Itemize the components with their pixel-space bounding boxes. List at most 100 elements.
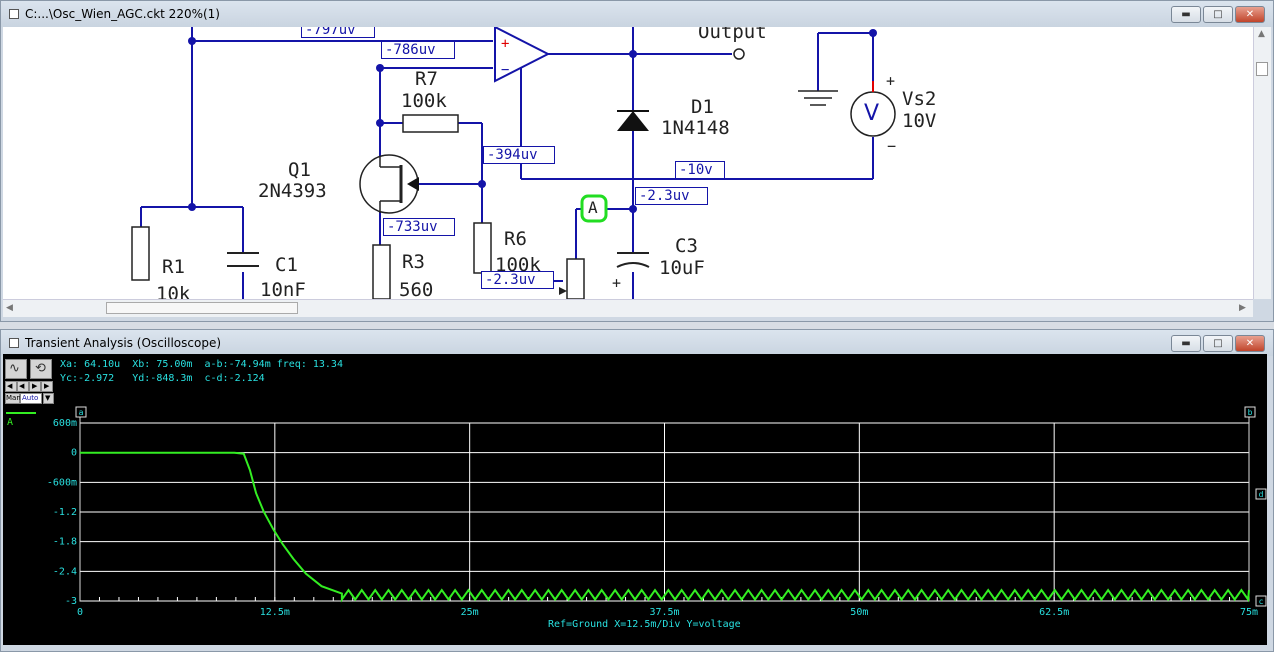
voltage-label-box[interactable]: -394uv: [483, 146, 555, 164]
pot-wiper-arrow: [559, 287, 567, 295]
ground-symbol: [798, 90, 838, 106]
potentiometer[interactable]: [566, 258, 585, 299]
cursor-b-flag[interactable]: [1244, 406, 1256, 418]
resistor-r1[interactable]: [131, 226, 150, 281]
r3-value: 560: [399, 279, 434, 299]
nav-last-icon: ▶: [44, 382, 50, 390]
horizontal-scroll-thumb[interactable]: [106, 302, 298, 314]
x-tick-label: 37.5m: [649, 607, 679, 618]
resistor-r7[interactable]: [402, 114, 459, 133]
capacitor-c1[interactable]: [227, 252, 259, 267]
minimize-icon: ▬: [1181, 9, 1191, 20]
voltage-label-box[interactable]: -2.3uv: [481, 271, 554, 289]
nav-prev-icon: ◀: [19, 382, 25, 390]
voltage-label-box[interactable]: -733uv: [383, 218, 455, 236]
maximize-button[interactable]: □: [1203, 6, 1233, 23]
cursor-d-flag[interactable]: [1255, 488, 1267, 500]
scroll-up-icon[interactable]: ▲: [1258, 29, 1265, 39]
y-tick-label: -1.8: [53, 537, 77, 548]
waveform-tool-button[interactable]: ∿: [5, 359, 27, 379]
vs2-plus-sign: +: [886, 72, 896, 90]
r7-value: 100k: [401, 90, 447, 112]
refresh-tool-button[interactable]: ⟲: [30, 359, 52, 379]
scope-close-button[interactable]: ✕: [1235, 335, 1265, 352]
resistor-r6[interactable]: [473, 222, 492, 274]
close-icon: ✕: [1245, 9, 1255, 20]
d1-value: 1N4148: [661, 117, 730, 139]
cursor-readout: Xa: 64.10u Xb: 75.00m a-b:-74.94m freq: …: [60, 358, 343, 386]
nav-first-icon: ◀: [7, 382, 13, 390]
scroll-right-icon[interactable]: ▶: [1239, 303, 1246, 313]
schematic-vertical-scrollbar[interactable]: ▲: [1253, 27, 1271, 299]
schematic-canvas[interactable]: + −: [3, 27, 1253, 299]
voltage-label-box[interactable]: -2.3uv: [635, 187, 708, 205]
diode-d1[interactable]: [617, 110, 649, 131]
minimize-button[interactable]: ▬: [1171, 6, 1201, 23]
schematic-titlebar[interactable]: C:...\Osc_Wien_AGC.ckt 220%(1) ▬ □ ✕: [1, 1, 1273, 27]
probe-a-marker[interactable]: [580, 194, 608, 223]
manual-label: Man: [6, 394, 21, 402]
schematic-horizontal-scrollbar[interactable]: ◀ ▶: [3, 299, 1253, 317]
vs2-value: 10V: [902, 110, 937, 132]
probe-a-label: A: [588, 198, 598, 217]
close-button[interactable]: ✕: [1235, 6, 1265, 23]
trace-a-line: [80, 451, 1250, 603]
x-tick-label: 50m: [850, 607, 868, 618]
cursor-d-label: d: [1259, 490, 1264, 499]
voltage-label-box[interactable]: -786uv: [381, 41, 455, 59]
minimize-icon: ▬: [1181, 338, 1191, 349]
cursor-c-label: c: [1259, 597, 1264, 606]
voltage-label-box[interactable]: -10v: [675, 161, 725, 179]
output-terminal[interactable]: [733, 48, 745, 60]
cursor-b-label: b: [1248, 408, 1253, 417]
nav-prev-button[interactable]: ◀: [17, 381, 29, 392]
y-tick-label: -1.2: [53, 507, 77, 518]
voltmeter-vs2[interactable]: [850, 81, 896, 137]
resistor-r3[interactable]: [372, 244, 391, 299]
r1-value: 10k: [156, 283, 191, 299]
vertical-scroll-thumb[interactable]: [1256, 62, 1268, 76]
readout-line-2: Yc:-2.972 Yd:-848.3m c-d:-2.124: [60, 373, 265, 384]
d1-name: D1: [691, 96, 714, 118]
y-tick-label: -3: [65, 596, 77, 607]
q1-value: 2N4393: [258, 180, 327, 202]
maximize-icon: □: [1213, 9, 1223, 20]
maximize-icon: □: [1213, 338, 1223, 349]
auto-label: Auto: [22, 394, 39, 402]
cursor-c-flag[interactable]: [1255, 595, 1267, 607]
cursor-a-flag[interactable]: [75, 406, 87, 418]
auto-scale-button[interactable]: Auto: [20, 393, 42, 404]
scale-dropdown-button[interactable]: ▼: [43, 393, 54, 404]
capacitor-c3[interactable]: [616, 252, 650, 268]
chevron-down-icon: ▼: [45, 394, 51, 402]
scope-app-icon: [9, 338, 19, 348]
scope-minimize-button[interactable]: ▬: [1171, 335, 1201, 352]
scroll-left-icon[interactable]: ◀: [6, 303, 13, 313]
c3-plus-sign: +: [612, 274, 622, 292]
close-icon: ✕: [1245, 338, 1255, 349]
nav-first-button[interactable]: ◀: [5, 381, 17, 392]
x-tick-label: 12.5m: [260, 607, 290, 618]
schematic-drawing: + −: [131, 27, 896, 299]
manual-scale-button[interactable]: Man: [5, 393, 21, 404]
nav-next-icon: ▶: [32, 382, 38, 390]
c3-name: C3: [675, 235, 698, 257]
c3-value: 10uF: [659, 257, 705, 279]
trace-legend-label: A: [7, 417, 13, 428]
x-tick-label: 0: [77, 607, 83, 618]
y-tick-label: -2.4: [53, 566, 77, 577]
svg-text:−: −: [501, 62, 509, 78]
scope-titlebar[interactable]: Transient Analysis (Oscilloscope) ▬ □ ✕: [1, 330, 1273, 356]
nav-next-button[interactable]: ▶: [29, 381, 41, 392]
oscilloscope-display[interactable]: Xa: 64.10u Xb: 75.00m a-b:-74.94m freq: …: [3, 354, 1267, 645]
scope-maximize-button[interactable]: □: [1203, 335, 1233, 352]
voltage-label-box[interactable]: -797uv: [301, 27, 375, 38]
vs2-name: Vs2: [902, 88, 937, 110]
schematic-window-title: C:...\Osc_Wien_AGC.ckt 220%(1): [25, 7, 220, 21]
jfet-q1[interactable]: [359, 154, 419, 214]
op-amp-symbol[interactable]: + −: [494, 27, 551, 83]
nav-last-button[interactable]: ▶: [41, 381, 53, 392]
scope-footer-text: Ref=Ground X=12.5m/Div Y=voltage: [548, 619, 741, 630]
